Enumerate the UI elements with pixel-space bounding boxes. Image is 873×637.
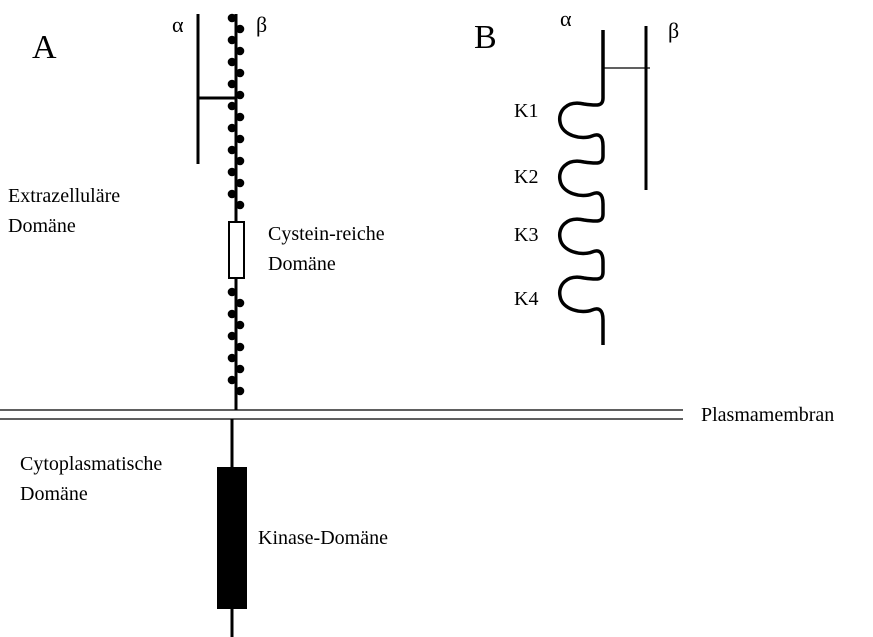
cytoplasmic-label-line2: Domäne	[20, 483, 88, 505]
ig-domain-bead	[235, 200, 245, 210]
cysteine-rich-label-line1: Cystein-reiche	[268, 223, 385, 245]
kringle-k4-label: K4	[514, 288, 538, 310]
ig-domain-bead	[227, 13, 237, 23]
panel-b-alpha-label: α	[560, 6, 572, 31]
extracellular-label-line1: Extrazelluläre	[8, 185, 120, 207]
kinase-domain-box	[217, 467, 247, 609]
ig-domain-bead	[227, 353, 237, 363]
ig-domain-bead	[227, 35, 237, 45]
ig-domain-bead	[235, 320, 245, 330]
ig-domain-bead	[227, 309, 237, 319]
panel-b-beta-label: β	[668, 18, 679, 43]
ig-domain-bead	[235, 90, 245, 100]
ig-domain-bead	[235, 364, 245, 374]
panel-b-letter: B	[474, 19, 497, 56]
panel-a-beta-label: β	[256, 12, 267, 37]
ig-domain-bead	[235, 134, 245, 144]
ig-domain-bead	[235, 68, 245, 78]
ig-domain-bead	[235, 112, 245, 122]
kinase-domain-label: Kinase-Domäne	[258, 527, 388, 549]
kringle-k2-label: K2	[514, 166, 538, 188]
ig-domain-bead	[227, 57, 237, 67]
panel-a-letter: A	[32, 29, 57, 66]
ig-domain-bead	[227, 123, 237, 133]
ig-domain-bead	[235, 46, 245, 56]
panel-b-alpha-chain-kringles	[557, 30, 605, 345]
ig-domain-beads	[227, 13, 245, 396]
ig-domain-bead	[227, 331, 237, 341]
cysteine-rich-label-line2: Domäne	[268, 253, 336, 275]
ig-domain-bead	[235, 24, 245, 34]
ig-domain-bead	[235, 298, 245, 308]
cytoplasmic-label-line1: Cytoplasmatische	[20, 453, 162, 475]
ig-domain-bead	[227, 287, 237, 297]
ig-domain-bead	[227, 375, 237, 385]
ig-domain-bead	[235, 178, 245, 188]
ig-domain-bead	[235, 156, 245, 166]
ig-domain-bead	[227, 79, 237, 89]
ig-domain-bead	[235, 386, 245, 396]
plasma-membrane-label: Plasmamembran	[701, 404, 834, 426]
cysteine-rich-domain-box	[228, 221, 245, 279]
extracellular-label-line2: Domäne	[8, 215, 76, 237]
ig-domain-bead	[235, 342, 245, 352]
ig-domain-bead	[227, 145, 237, 155]
ig-domain-bead	[227, 189, 237, 199]
ig-domain-bead	[227, 101, 237, 111]
panel-a-alpha-label: α	[172, 12, 184, 37]
kringle-k3-label: K3	[514, 224, 538, 246]
ig-domain-bead	[227, 167, 237, 177]
kringle-k1-label: K1	[514, 100, 538, 122]
